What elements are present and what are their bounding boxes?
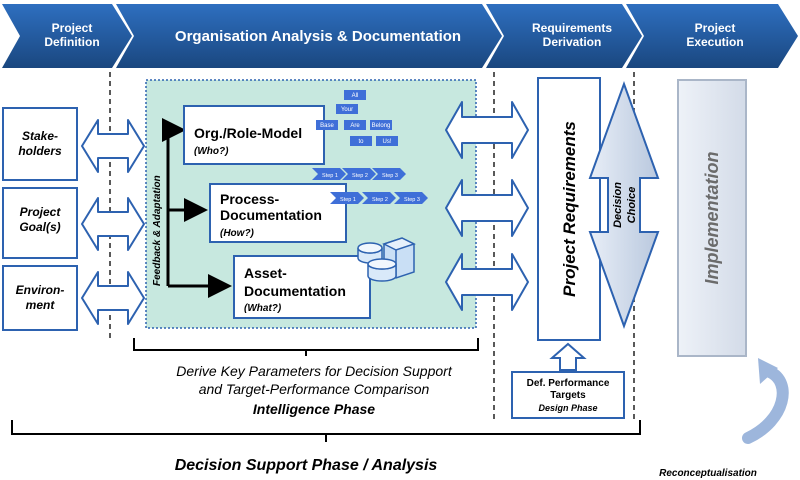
step-row2-step3-label: Step 3	[404, 197, 420, 203]
step-row1-step1	[312, 168, 346, 180]
feedback-connector	[162, 118, 232, 298]
double-arrow-right-2	[445, 179, 529, 237]
org-node-are-label: Are	[350, 123, 360, 129]
reconceptualisation-label: Reconceptualisation	[659, 468, 757, 479]
org-node-to-label: to	[358, 139, 364, 145]
step-row1-step2	[342, 168, 376, 180]
double-arrow-left-3	[81, 271, 145, 325]
step-row1-step3	[372, 168, 406, 180]
asset-doc-box	[233, 255, 371, 319]
decision-choice-label-1: Decision	[612, 182, 624, 228]
implementation-box	[677, 79, 747, 357]
org-chart-mini: All Your Base Are Belong to Us!	[316, 90, 398, 146]
step-row-1: Step 1 Step 2 Step 3	[312, 168, 406, 180]
org-node-us	[376, 136, 398, 146]
environment-label-1: Environ-	[16, 283, 65, 297]
chevron-requirements-derivation	[486, 4, 642, 68]
def-performance-label-2: Targets	[550, 390, 586, 401]
step-row1-step2-label: Step 2	[352, 173, 368, 179]
project-goals-label-1: Project	[20, 205, 62, 219]
org-node-to	[350, 136, 372, 146]
process-doc-title1: Process-	[220, 191, 279, 207]
double-arrow-right-1	[445, 101, 529, 159]
phase-label-requirements-2: Derivation	[543, 35, 602, 49]
org-node-belong-label: Belong	[372, 123, 391, 129]
project-requirements-box	[537, 77, 601, 341]
chevron-org-analysis	[116, 4, 502, 68]
step-row2-step1	[330, 192, 364, 204]
phase-label-project-definition-2: Definition	[44, 35, 99, 49]
chevron-project-definition	[2, 4, 132, 68]
decision-choice-arrow	[588, 81, 660, 329]
org-node-base	[316, 120, 338, 130]
process-doc-sub: (How?)	[220, 228, 255, 239]
step-row1-step1-label: Step 1	[322, 173, 338, 179]
feedback-line-vertical	[162, 118, 186, 286]
double-arrow-right-3	[445, 253, 529, 311]
org-model-sub: (Who?)	[194, 146, 229, 157]
stakeholders-box	[2, 107, 78, 181]
stakeholders-label-1: Stake-	[22, 129, 58, 143]
database-icon	[357, 237, 416, 282]
chevron-project-execution	[626, 4, 798, 68]
right-double-arrows	[445, 101, 529, 311]
phase-label-execution-2: Execution	[686, 35, 743, 49]
implementation-label: Implementation	[702, 151, 722, 284]
project-goals-label-2: Goal(s)	[19, 220, 60, 234]
def-performance-box	[511, 371, 625, 419]
org-node-us-label: Us!	[383, 139, 392, 145]
derive-text-1: Derive Key Parameters for Decision Suppo…	[176, 363, 453, 379]
phase-label-execution-1: Project	[695, 21, 736, 35]
input-boxes: Stake- holders Project Goal(s) Environ- …	[2, 107, 78, 331]
asset-doc-title2: Documentation	[244, 283, 346, 299]
org-model-title: Org./Role-Model	[194, 125, 302, 141]
org-node-belong	[370, 120, 392, 130]
environment-label-2: ment	[26, 298, 56, 312]
intelligence-bracket	[133, 338, 479, 356]
reconceptualisation-arrow-head	[758, 358, 778, 384]
environment-box	[2, 265, 78, 331]
step-row2-step1-label: Step 1	[340, 197, 356, 203]
step-row2-step3	[394, 192, 428, 204]
stakeholders-label-2: holders	[18, 144, 62, 158]
step-row1-step3-label: Step 3	[382, 173, 398, 179]
org-model-box	[183, 105, 325, 165]
phase-label-requirements-1: Requirements	[532, 21, 612, 35]
project-requirements-label: Project Requirements	[560, 121, 579, 297]
phase-label-org-analysis: Organisation Analysis & Documentation	[175, 28, 461, 45]
process-doc-box	[209, 183, 347, 243]
def-performance-label-1: Def. Performance	[527, 378, 610, 389]
step-row2-step2	[362, 192, 396, 204]
reconceptualisation-arrow	[742, 366, 789, 444]
decision-support-bracket	[11, 420, 641, 442]
org-node-your-label: Your	[341, 107, 353, 113]
intelligence-phase-label: Intelligence Phase	[253, 401, 375, 417]
left-double-arrows	[81, 119, 145, 325]
step-row2-step2-label: Step 2	[372, 197, 388, 203]
phase-chevrons: Project Definition Organisation Analysis…	[2, 4, 798, 68]
decision-support-phase-label: Decision Support Phase / Analysis	[175, 457, 438, 474]
asset-doc-title1: Asset-	[244, 265, 287, 281]
org-node-are	[344, 120, 366, 130]
process-doc-title2: Documentation	[220, 207, 322, 223]
derive-text-2: and Target-Performance Comparison	[199, 381, 430, 397]
org-node-all	[344, 90, 366, 100]
asset-doc-sub: (What?)	[244, 303, 282, 314]
double-arrow-left-2	[81, 197, 145, 251]
org-node-all-label: All	[352, 93, 359, 99]
double-arrow-left-1	[81, 119, 145, 173]
phase-label-project-definition-1: Project	[52, 21, 93, 35]
feedback-label: Feedback & Adaptation	[152, 175, 163, 286]
org-node-your	[336, 104, 358, 114]
step-row-2: Step 1 Step 2 Step 3	[330, 192, 428, 204]
decision-choice-label-2: Choice	[626, 187, 638, 224]
org-node-base-label: Base	[320, 123, 334, 129]
design-phase-label: Design Phase	[538, 403, 597, 413]
project-goals-box	[2, 187, 78, 259]
up-arrow-icon	[549, 342, 587, 371]
